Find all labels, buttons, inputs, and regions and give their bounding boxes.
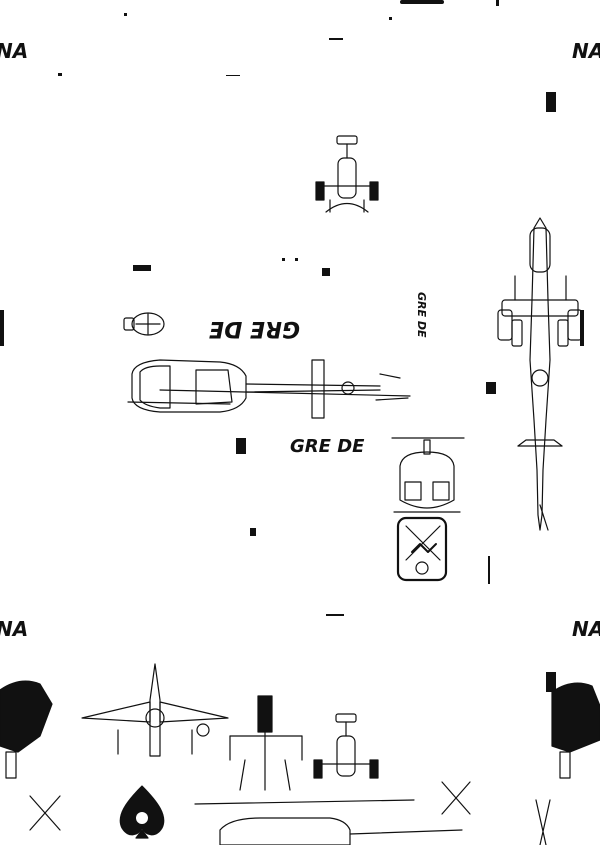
attack-helicopter-large-icon xyxy=(497,217,583,531)
grenade-text-upside-down: GRE DE xyxy=(209,316,300,341)
huey-helicopter-front-icon xyxy=(391,437,465,513)
attack-helicopter-bottom-icon xyxy=(313,713,379,779)
attack-helicopter-top-icon xyxy=(315,135,379,213)
ace-of-spades-icon xyxy=(119,785,165,839)
grenade-text-vertical: GRE DE xyxy=(415,292,428,338)
soldier-bottom-right-icon xyxy=(535,682,600,845)
fighter-jet-icon xyxy=(81,663,229,757)
na-text-top-left: NA xyxy=(0,39,28,63)
grenade-text-lower: GRE DE xyxy=(290,436,365,457)
helicopter-bottom-side-icon xyxy=(194,781,471,845)
na-text-mid-right: NA xyxy=(572,617,600,641)
soldier-bottom-left-icon xyxy=(0,680,61,831)
unit-patch-icon xyxy=(396,516,448,582)
na-text-mid-left: NA xyxy=(0,617,28,641)
grenade-icon xyxy=(123,312,165,336)
na-text-top-right: NA xyxy=(572,39,600,63)
huey-helicopter-side-icon xyxy=(127,359,411,419)
speckles xyxy=(0,0,584,692)
jet-wireframe-icon xyxy=(229,695,303,791)
